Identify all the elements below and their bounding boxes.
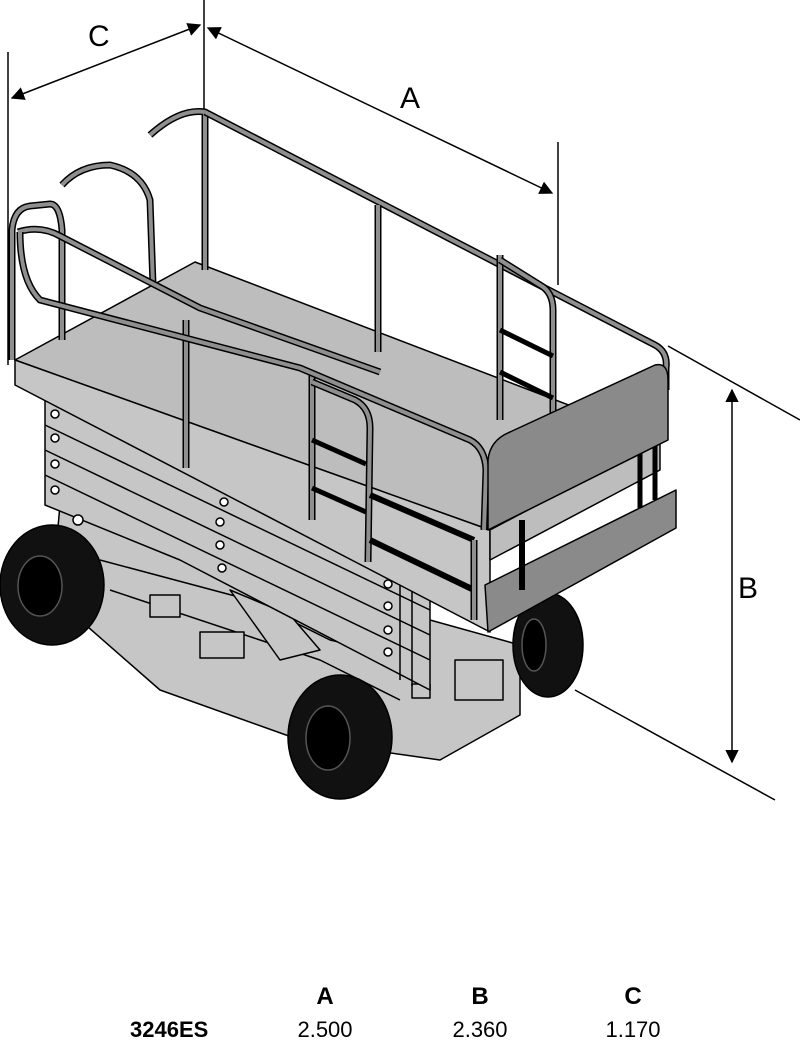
dimension-a: A xyxy=(206,27,559,285)
spec-table: A B C 3246ES 2.500 2.360 1.170 xyxy=(0,975,800,1050)
dimension-label-a: A xyxy=(400,82,420,115)
wheel-front-left xyxy=(0,524,105,646)
guard-rail xyxy=(8,107,670,620)
column-header-a: A xyxy=(316,983,334,1010)
model-name: 3246ES xyxy=(130,1017,209,1042)
scissor-lift xyxy=(0,107,677,800)
column-header-c: C xyxy=(624,983,642,1010)
dimension-b: B xyxy=(574,345,800,801)
wheel-rear-right xyxy=(512,592,584,698)
front-panel xyxy=(484,489,677,633)
column-header-b: B xyxy=(471,983,489,1010)
scissor-lift-diagram: C A B xyxy=(0,0,800,801)
wheel-front-right xyxy=(287,674,393,800)
dimension-c: C xyxy=(7,0,205,365)
end-panel xyxy=(487,363,669,531)
value-b: 2.360 xyxy=(452,1017,508,1042)
dimension-label-c: C xyxy=(88,20,110,53)
dimension-label-b: B xyxy=(738,572,758,605)
value-c: 1.170 xyxy=(605,1017,661,1042)
value-a: 2.500 xyxy=(297,1017,353,1042)
